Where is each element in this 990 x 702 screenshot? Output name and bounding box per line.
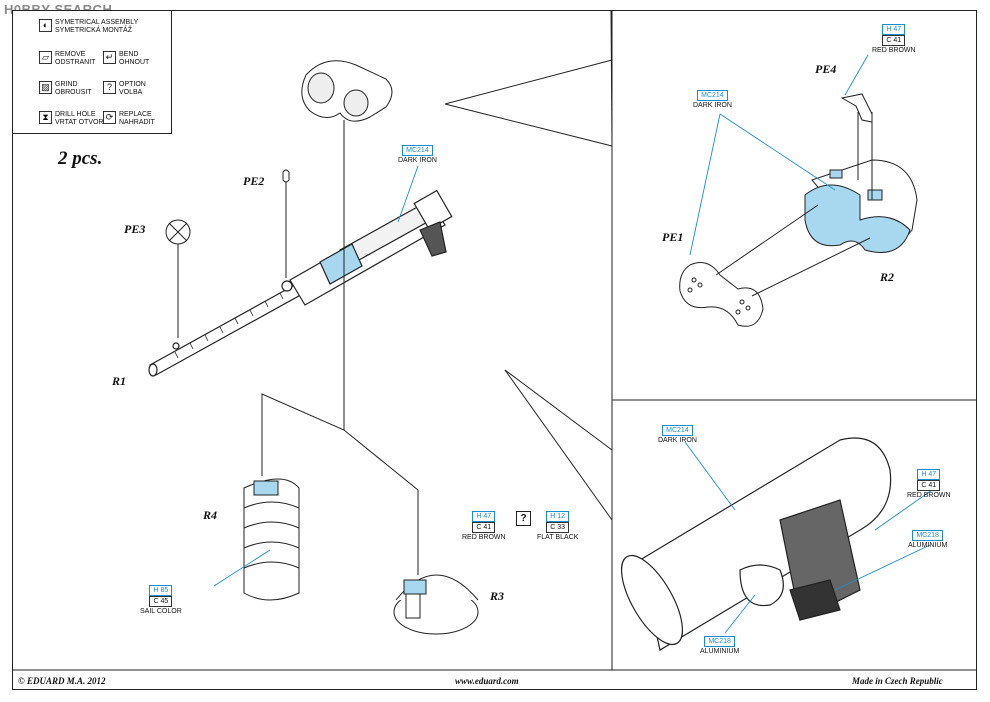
legend-label: REPLACE NAHRADIT [119, 111, 155, 126]
part-label-r4: R4 [203, 508, 218, 522]
legend-item-replace: ⟳ REPLACE NAHRADIT [103, 111, 155, 127]
callout-sail-color: H 85 C 45 SAIL COLOR [140, 585, 182, 615]
color-name: RED BROWN [462, 534, 506, 541]
replace-icon: ⟳ [103, 111, 116, 124]
drill-hole-icon: ⧗ [39, 111, 52, 124]
legend-label: SYMETRICAL ASSEMBLY SYMETRICKÁ MONTÁŽ [55, 19, 139, 34]
sheet-frame [12, 10, 977, 690]
color-name: DARK IRON [693, 102, 732, 109]
legend-item-grind: ▨ GRIND OBROUSIT [39, 81, 92, 97]
color-name: SAIL COLOR [140, 608, 182, 615]
color-code-c: C 33 [546, 522, 570, 533]
drum-assembly [679, 93, 918, 327]
callout-aluminium-bottom: MC218 ALUMINIUM [700, 636, 739, 655]
r3-part [393, 574, 479, 635]
symmetrical-assembly-icon: ◐ [39, 19, 52, 32]
grip-closeup [620, 437, 892, 651]
grind-icon: ▨ [39, 81, 52, 94]
legend-item-bend: ↵ BEND OHNOUT [103, 51, 149, 67]
machine-gun-r1 [148, 189, 453, 377]
footer-copyright: © EDUARD M.A. 2012 [18, 676, 106, 686]
part-label-pe1: PE1 [662, 230, 684, 244]
color-code-h: H 47 [917, 469, 941, 480]
legend-label: GRIND OBROUSIT [55, 81, 92, 96]
r4-part [243, 393, 419, 601]
color-name: FLAT BLACK [537, 534, 579, 541]
color-name: RED BROWN [872, 47, 916, 54]
quantity-label: 2 pcs. [58, 148, 103, 169]
callout-dark-iron-drum: MC214 DARK IRON [693, 90, 732, 109]
part-label-r2: R2 [880, 270, 895, 284]
footer-website: www.eduard.com [455, 676, 519, 686]
option-mark: ? [516, 511, 531, 526]
callout-aluminium-right: MC218 ALUMINIUM [908, 530, 947, 549]
color-code-h: H 47 [472, 511, 496, 522]
color-code: MC214 [697, 90, 728, 101]
remove-icon: ▱ [39, 51, 52, 64]
footer-origin: Made in Czech Republic [852, 676, 943, 686]
callout-red-brown-r3: H 47 C 41 RED BROWN [462, 511, 506, 541]
part-label-pe4: PE4 [815, 62, 837, 76]
legend-item-drill: ⧗ DRILL HOLE VRTAT OTVOR [39, 111, 104, 127]
bend-icon: ↵ [103, 51, 116, 64]
color-name: ALUMINIUM [908, 542, 948, 549]
color-name: ALUMINIUM [700, 648, 740, 655]
color-code-c: C 41 [882, 35, 906, 46]
color-code: MC214 [662, 425, 693, 436]
callout-red-brown-grip: H 47 C 41 RED BROWN [907, 469, 951, 499]
part-label-pe3: PE3 [124, 222, 146, 236]
color-code: MC214 [402, 145, 433, 156]
callout-leaders [213, 54, 933, 634]
color-code-h: H 85 [149, 585, 173, 596]
pe2-part [282, 169, 290, 278]
legend-item-symmetrical: ◐ SYMETRICAL ASSEMBLY SYMETRICKÁ MONTÁŽ [39, 19, 138, 35]
color-name: DARK IRON [658, 437, 697, 444]
pe3-part [165, 219, 191, 338]
color-code: MC218 [912, 530, 943, 541]
color-code: MC218 [704, 636, 735, 647]
callout-dark-iron-main: MC214 DARK IRON [398, 145, 437, 164]
legend-label: BEND OHNOUT [119, 51, 150, 66]
legend-box: ◐ SYMETRICAL ASSEMBLY SYMETRICKÁ MONTÁŽ … [12, 10, 172, 134]
panel-dividers [12, 9, 977, 671]
part-label-pe2: PE2 [243, 174, 265, 188]
feed-cover-part [319, 243, 363, 285]
callout-dark-iron-grip: MC214 DARK IRON [658, 425, 697, 444]
part-label-r1: R1 [112, 374, 127, 388]
legend-item-option: ? OPTION VOLBA [103, 81, 146, 97]
color-name: RED BROWN [907, 492, 951, 499]
part-label-r3: R3 [490, 589, 505, 603]
legend-label: DRILL HOLE VRTAT OTVOR [55, 111, 104, 126]
color-code-c: C 45 [149, 596, 173, 607]
color-code-c: C 41 [472, 522, 496, 533]
color-code-c: C 41 [917, 480, 941, 491]
option-icon: ? [103, 81, 116, 94]
callout-red-brown-pe4: H 47 C 41 RED BROWN [872, 24, 916, 54]
legend-label: OPTION VOLBA [119, 81, 146, 96]
top-ammo-drum [301, 60, 393, 430]
legend-label: REMOVE ODSTRANIT [55, 51, 96, 66]
color-code-h: H 12 [546, 511, 570, 522]
legend-item-remove: ▱ REMOVE ODSTRANIT [39, 51, 95, 67]
color-code-h: H 47 [882, 24, 906, 35]
color-name: DARK IRON [398, 157, 437, 164]
callout-flat-black: H 12 C 33 FLAT BLACK [537, 511, 578, 541]
